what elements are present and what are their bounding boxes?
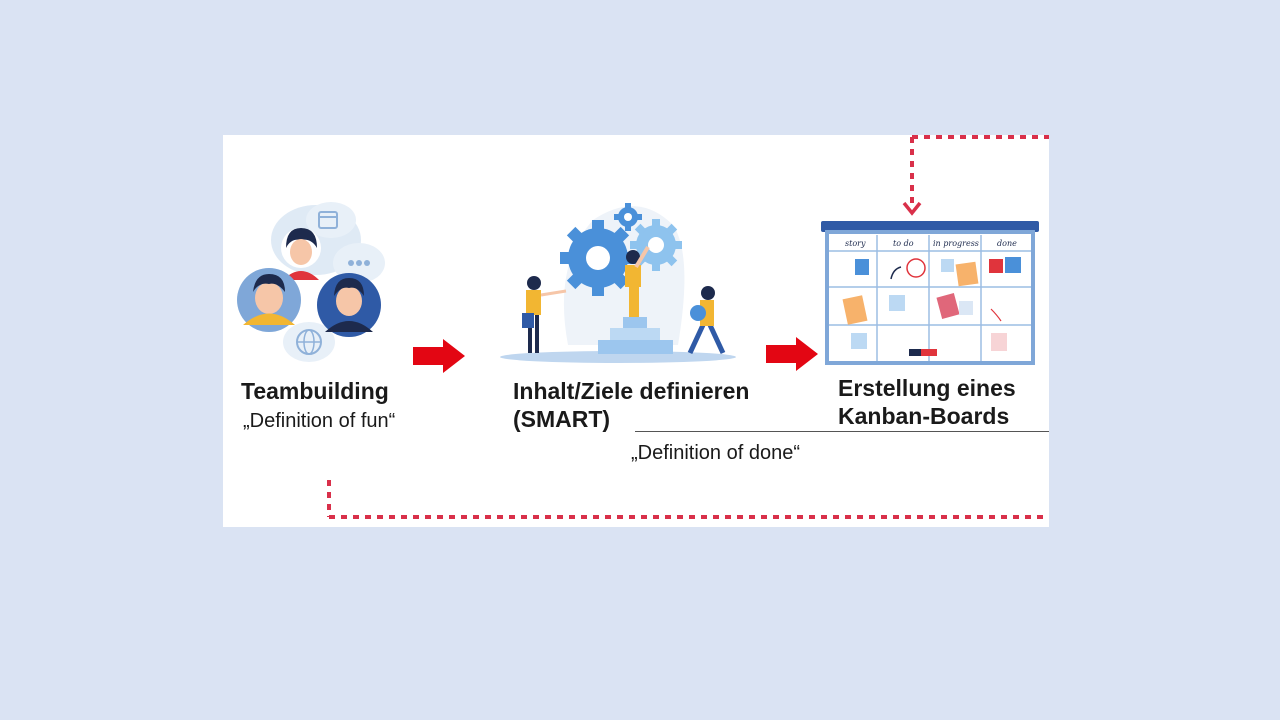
step-2-title-line1: Inhalt/Ziele definieren: [513, 378, 750, 404]
arrow-right-icon: [766, 337, 818, 371]
step-1-title: Teambuilding: [241, 378, 389, 404]
team-illustration: [237, 202, 385, 362]
kanban-col-progress: in progress: [933, 239, 979, 248]
kanban-col-story: story: [845, 239, 866, 248]
shared-divider-line: [635, 431, 1049, 432]
step-1-subtitle: „Definition of fun“: [243, 410, 396, 432]
kanban-col-todo: to do: [893, 239, 914, 248]
arrow-right-icon: [413, 339, 465, 373]
step-2-title-line2: (SMART): [513, 406, 611, 432]
feedback-loop-line: [327, 135, 1049, 519]
kanban-col-done: done: [997, 239, 1017, 248]
diagram-panel: story to do in progress done Teambuildin…: [223, 135, 1049, 527]
kanban-board-illustration: story to do in progress done: [821, 221, 1039, 365]
definition-of-done-note: „Definition of done“: [631, 442, 800, 464]
step-3-title-line2: Kanban-Boards: [838, 403, 1010, 429]
gears-illustration: [500, 203, 736, 363]
step-3-title-line1: Erstellung eines: [838, 375, 1016, 401]
